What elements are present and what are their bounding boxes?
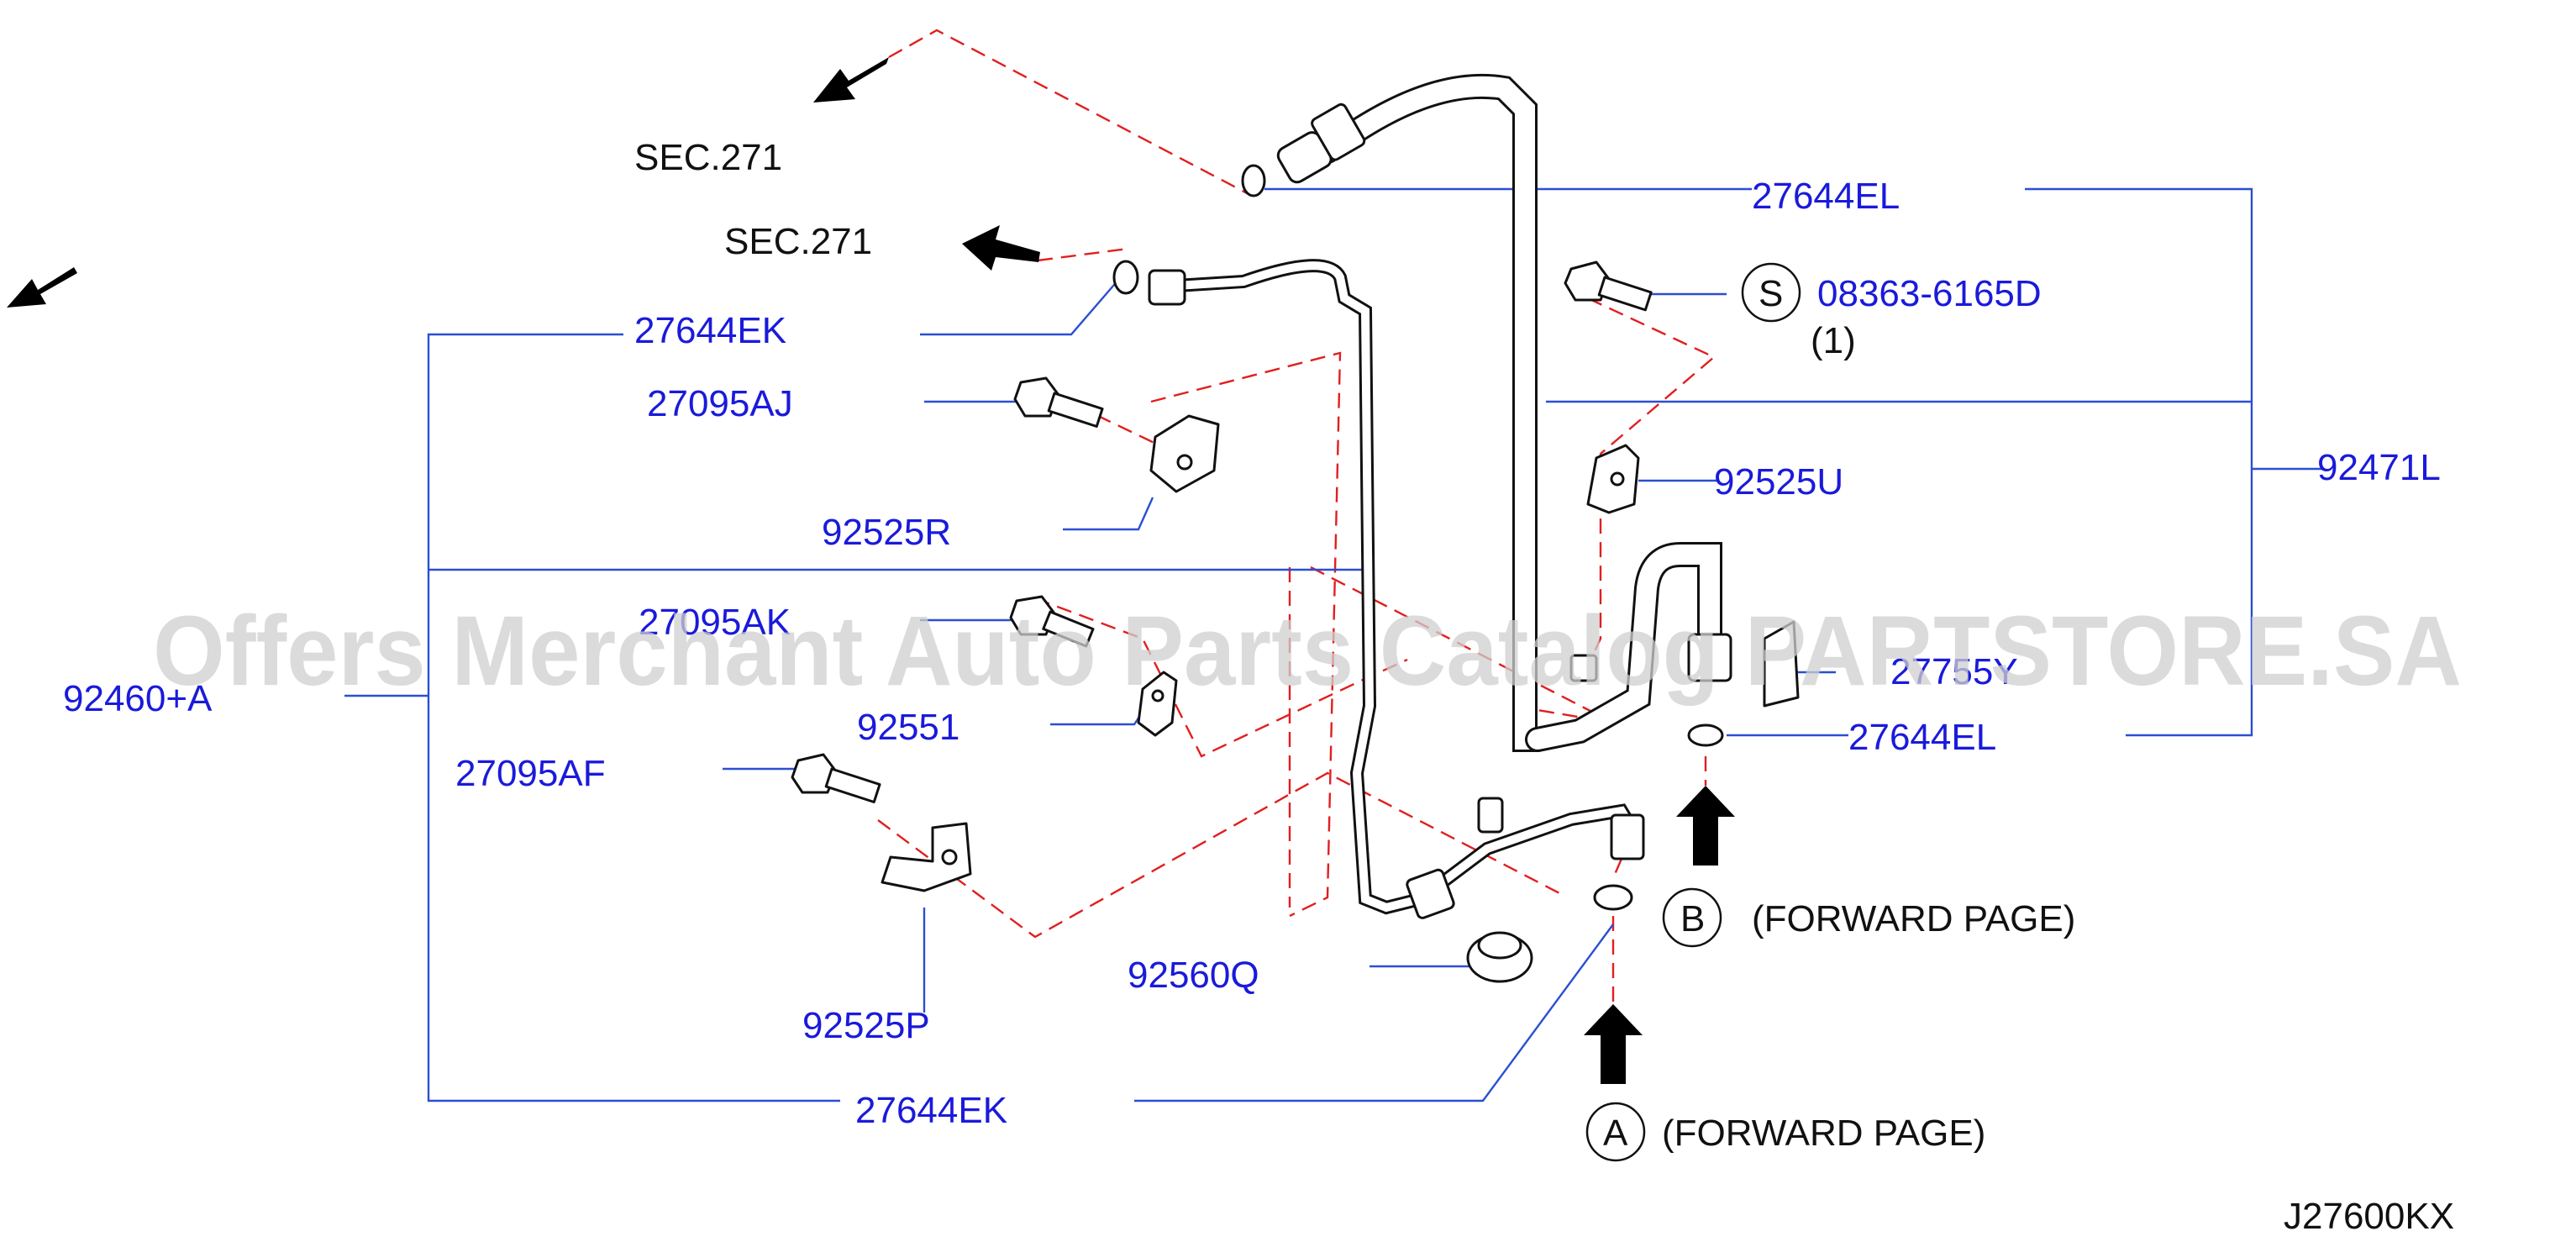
arrow-icon bbox=[7, 267, 77, 308]
leader-lines bbox=[344, 187, 2323, 1102]
a-symbol: A bbox=[1603, 1113, 1628, 1154]
clip-icon bbox=[881, 414, 1800, 983]
part-number-label[interactable]: 08363-6165D bbox=[1817, 273, 2042, 314]
part-number-label[interactable]: 92560Q bbox=[1128, 955, 1259, 996]
bolt-icon bbox=[791, 260, 1653, 803]
part-number-label[interactable]: 27644EL bbox=[1752, 176, 1900, 217]
quantity-label: (1) bbox=[1811, 320, 1856, 361]
part-number-label[interactable]: 92525P bbox=[802, 1005, 930, 1046]
part-number-label[interactable]: 27095AJ bbox=[647, 383, 793, 424]
part-number-label[interactable]: 27095AF bbox=[455, 753, 606, 794]
arrow-icon bbox=[813, 57, 889, 103]
watermark-text: Offers Merchant Auto Parts Catalog PARTS… bbox=[153, 596, 2462, 707]
pipe-assembly bbox=[1112, 73, 1732, 919]
arrow-icon bbox=[1584, 1004, 1643, 1084]
arrow-icon bbox=[1676, 786, 1735, 866]
part-number-label[interactable]: 92525R bbox=[822, 512, 951, 553]
direction-arrows bbox=[7, 57, 1735, 1084]
forward-page-link[interactable]: (FORWARD PAGE) bbox=[1662, 1113, 1985, 1154]
s-symbol: S bbox=[1759, 273, 1783, 314]
b-symbol: B bbox=[1680, 898, 1705, 939]
part-number-label[interactable]: 27095AK bbox=[639, 602, 791, 643]
part-number-label[interactable]: 92460+A bbox=[63, 678, 213, 719]
section-ref-label[interactable]: SEC.271 bbox=[634, 137, 782, 178]
part-number-label[interactable]: 92471L bbox=[2317, 447, 2441, 488]
circle-symbols bbox=[1585, 262, 1801, 1162]
forward-page-link[interactable]: (FORWARD PAGE) bbox=[1752, 898, 2075, 939]
arrow-icon bbox=[962, 225, 1040, 271]
part-number-label[interactable]: 27644EK bbox=[855, 1090, 1007, 1131]
diagram-code: J27600KX bbox=[2284, 1196, 2454, 1237]
part-number-label[interactable]: 27644EK bbox=[634, 310, 786, 351]
part-number-label[interactable]: 27644EL bbox=[1848, 717, 1996, 758]
section-ref-label[interactable]: SEC.271 bbox=[724, 221, 872, 262]
part-number-label[interactable]: 92551 bbox=[857, 707, 959, 748]
part-number-label[interactable]: 27755Y bbox=[1890, 651, 2018, 692]
part-number-label[interactable]: 92525U bbox=[1714, 461, 1843, 502]
